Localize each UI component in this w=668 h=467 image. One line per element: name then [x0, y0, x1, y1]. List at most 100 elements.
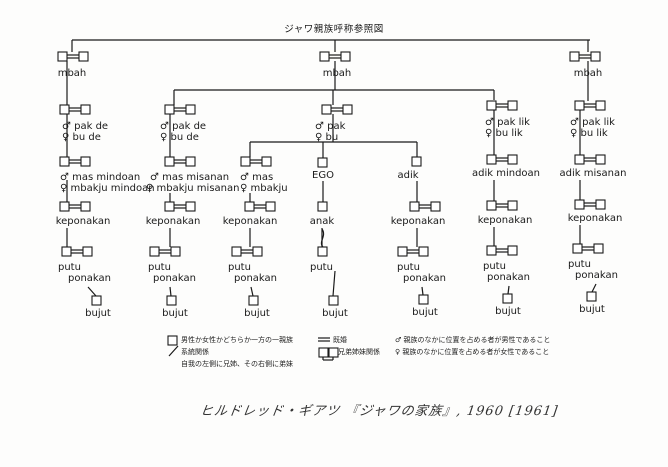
label-anak: anak — [309, 216, 335, 227]
adik-misanan-box-a — [574, 154, 585, 165]
pakde-left-box-a — [59, 104, 70, 115]
label-bulik-fourth: ♀ bu lik — [485, 128, 523, 139]
legend-item-sibling: 兄弟姉妹関係 — [338, 348, 380, 356]
keponakan-2-box-a — [164, 201, 175, 212]
putu-5-box-a — [397, 246, 408, 257]
bujut-1-box — [91, 295, 102, 306]
label-mbah-left: mbah — [57, 68, 87, 79]
keponakan-3-box-b — [265, 201, 276, 212]
label-mbakju: ♀ mbakju — [240, 183, 288, 194]
descent-line-wavy — [320, 228, 325, 248]
label-mbah-center: mbah — [322, 68, 352, 79]
keponakan-3-box-a — [244, 201, 255, 212]
mbah-left-box-a — [57, 51, 68, 62]
label-keponakan-3: keponakan — [222, 216, 278, 227]
bujut-2-box — [166, 295, 177, 306]
label-keponakan-6: keponakan — [567, 213, 623, 224]
label-ponakan-1: ponakan — [68, 273, 112, 284]
keponakan-6-box-b — [595, 199, 606, 210]
label-putu-7: putu — [568, 259, 591, 270]
legend-sibling-box-a — [318, 347, 329, 358]
label-adik: adik — [397, 170, 419, 181]
legend-sibling-box-b — [328, 347, 339, 358]
label-ego: EGO — [312, 170, 334, 181]
handwritten-caption: ヒルドレッド・ギアツ 『ジャワの家族』, 1960 [1961] — [198, 404, 560, 419]
pakde-second-box-b — [185, 104, 196, 115]
putu-2-box-a — [149, 246, 160, 257]
pakde-left-box-b — [80, 104, 91, 115]
label-bude-second: ♀ bu de — [160, 132, 199, 143]
putu-1-box-a — [61, 246, 72, 257]
mbah-right-box-b — [590, 51, 601, 62]
label-ponakan-6: ponakan — [487, 272, 531, 283]
keponakan-1-box-a — [59, 201, 70, 212]
label-mbakju-misanan: ♀ mbakju misanan — [146, 183, 240, 194]
putu-6-box-a — [486, 245, 497, 256]
paklik-right-box-b — [595, 100, 606, 111]
putu-3-box-a — [231, 246, 242, 257]
paklik-fourth-box-b — [507, 100, 518, 111]
label-mbakju-mindoan: ♀ mbakju mindoan — [60, 183, 155, 194]
legend-lineage-symbol — [168, 345, 179, 357]
label-bujut-1: bujut — [85, 308, 111, 319]
descent-line — [169, 286, 172, 297]
label-keponakan-4: keponakan — [390, 216, 446, 227]
descent-line — [507, 285, 510, 295]
label-bujut-5: bujut — [412, 307, 438, 318]
adik-misanan-box-b — [595, 154, 606, 165]
label-adik-misanan: adik misanan — [559, 168, 627, 179]
mas-mbakju-box-b — [261, 156, 272, 167]
label-mbah-right: mbah — [573, 68, 603, 79]
putu-7-box-a — [572, 243, 583, 254]
mindoan-box-b — [80, 156, 91, 167]
label-pakde-second: ♂ pak de — [160, 121, 207, 132]
label-ponakan-2: ponakan — [153, 273, 197, 284]
descent-line — [421, 286, 424, 296]
label-paklik-fourth: ♂ pak lik — [485, 117, 530, 128]
label-bujut-7: bujut — [579, 304, 605, 315]
putu-3-box-b — [252, 246, 263, 257]
pak-bu-box-a — [321, 104, 332, 115]
anak-box — [317, 201, 328, 212]
legend-item-married: 既婚 — [333, 336, 347, 344]
pakde-second-box-a — [164, 104, 175, 115]
keponakan-4-box-a — [409, 201, 420, 212]
keponakan-6-box-a — [574, 199, 585, 210]
legend-item-sibling-order: 自我の左側に兄姉、その右側に弟妹 — [181, 360, 293, 368]
label-putu-1: putu — [58, 262, 81, 273]
descent-line — [591, 283, 597, 293]
label-putu-2: putu — [148, 262, 171, 273]
keponakan-5-box-a — [486, 200, 497, 211]
putu-6-box-b — [507, 245, 518, 256]
label-paklik-right: ♂ pak lik — [570, 117, 615, 128]
putu-2-box-b — [170, 246, 181, 257]
mbah-right-box-a — [569, 51, 580, 62]
label-putu-3: putu — [228, 262, 251, 273]
pak-bu-box-b — [342, 104, 353, 115]
label-keponakan-2: keponakan — [145, 216, 201, 227]
mbah-left-box-b — [78, 51, 89, 62]
diagram-title: ジャワ親族呼称参照図 — [284, 24, 384, 35]
bujut-7-box — [586, 291, 597, 302]
mbah-center-box-a — [319, 51, 330, 62]
label-bude-left: ♀ bu de — [62, 132, 101, 143]
keponakan-5-box-b — [507, 200, 518, 211]
bujut-5-box — [418, 294, 429, 305]
label-bujut-6: bujut — [495, 306, 521, 317]
label-ponakan-5: ponakan — [403, 273, 447, 284]
legend-item-male: ♂ 親族のなかに位置を占める者が男性であること — [395, 336, 551, 344]
descent-line — [332, 270, 336, 297]
legend-item-female: ♀ 親族のなかに位置を占める者が女性であること — [395, 348, 550, 356]
paklik-fourth-box-a — [486, 100, 497, 111]
adik-mindoan-box-b — [507, 154, 518, 165]
bujut-3-box — [248, 295, 259, 306]
mas-mbakju-box-a — [240, 156, 251, 167]
label-mas: ♂ mas — [240, 172, 274, 183]
label-mas-mindoan: ♂ mas mindoan — [60, 172, 141, 183]
putu-5-box-b — [418, 246, 429, 257]
label-ponakan-7: ponakan — [575, 270, 619, 281]
label-putu-6: putu — [483, 261, 506, 272]
label-keponakan-1: keponakan — [55, 216, 111, 227]
label-bujut-2: bujut — [162, 308, 188, 319]
